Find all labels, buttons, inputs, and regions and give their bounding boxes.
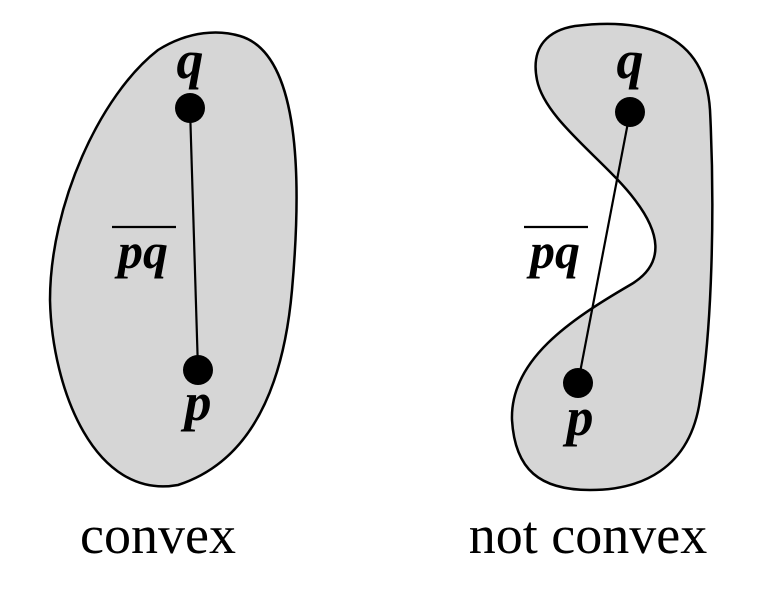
segment-pq-crossing bbox=[576, 111, 632, 384]
point-q bbox=[615, 97, 645, 127]
point-q bbox=[175, 93, 205, 123]
segment-label: pq bbox=[114, 223, 168, 279]
label-q: q bbox=[177, 30, 204, 90]
label-p: p bbox=[181, 372, 212, 432]
convex-panel: q p pq convex bbox=[48, 30, 298, 565]
segment-pq bbox=[188, 107, 200, 371]
caption-not-convex: not convex bbox=[469, 505, 707, 565]
segment-label: pq bbox=[526, 223, 580, 279]
not-convex-panel: q p pq not convex bbox=[469, 22, 714, 565]
caption-convex: convex bbox=[80, 505, 236, 565]
label-q: q bbox=[617, 30, 644, 90]
point-p bbox=[183, 355, 213, 385]
non-convex-region bbox=[510, 22, 714, 492]
point-p bbox=[563, 368, 593, 398]
label-p: p bbox=[563, 387, 594, 447]
convex-region bbox=[48, 31, 298, 488]
